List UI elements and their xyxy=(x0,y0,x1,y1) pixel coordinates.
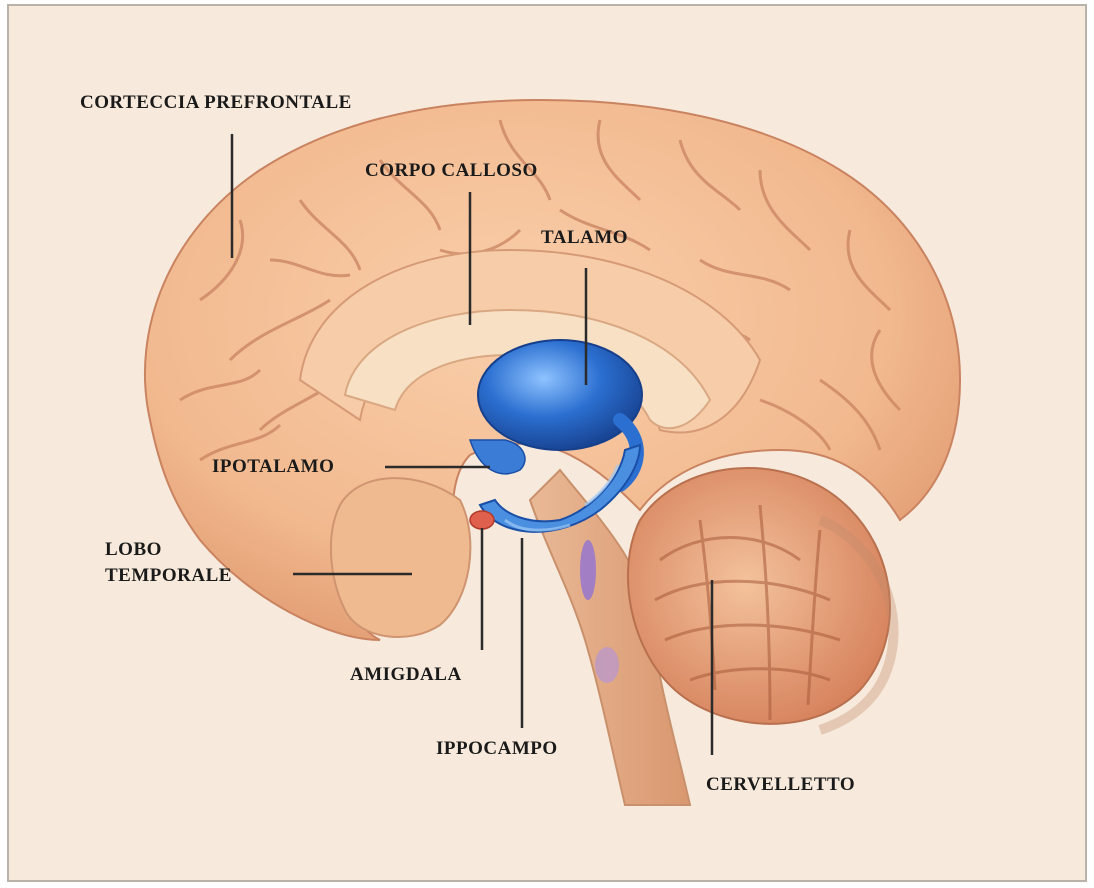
thalamus xyxy=(478,340,642,450)
label-hippocampus: IPPOCAMPO xyxy=(436,738,558,760)
label-corpus-callosum: CORPO CALLOSO xyxy=(365,160,538,182)
label-hypothalamus: IPOTALAMO xyxy=(212,456,334,478)
cerebellum xyxy=(628,468,894,730)
label-temporal-lobe-line1: LOBO xyxy=(105,539,162,561)
label-prefrontal-cortex: CORTECCIA PREFRONTALE xyxy=(80,92,352,114)
pons-structure xyxy=(595,647,619,683)
label-thalamus: TALAMO xyxy=(541,227,628,249)
hypothalamus xyxy=(470,440,525,474)
label-temporal-lobe-line2: TEMPORALE xyxy=(105,565,232,587)
amygdala xyxy=(470,511,494,529)
label-amygdala: AMIGDALA xyxy=(350,664,462,686)
temporal-lobe xyxy=(331,478,470,637)
label-cerebellum: CERVELLETTO xyxy=(706,774,855,796)
ventricle-structure xyxy=(580,540,596,600)
